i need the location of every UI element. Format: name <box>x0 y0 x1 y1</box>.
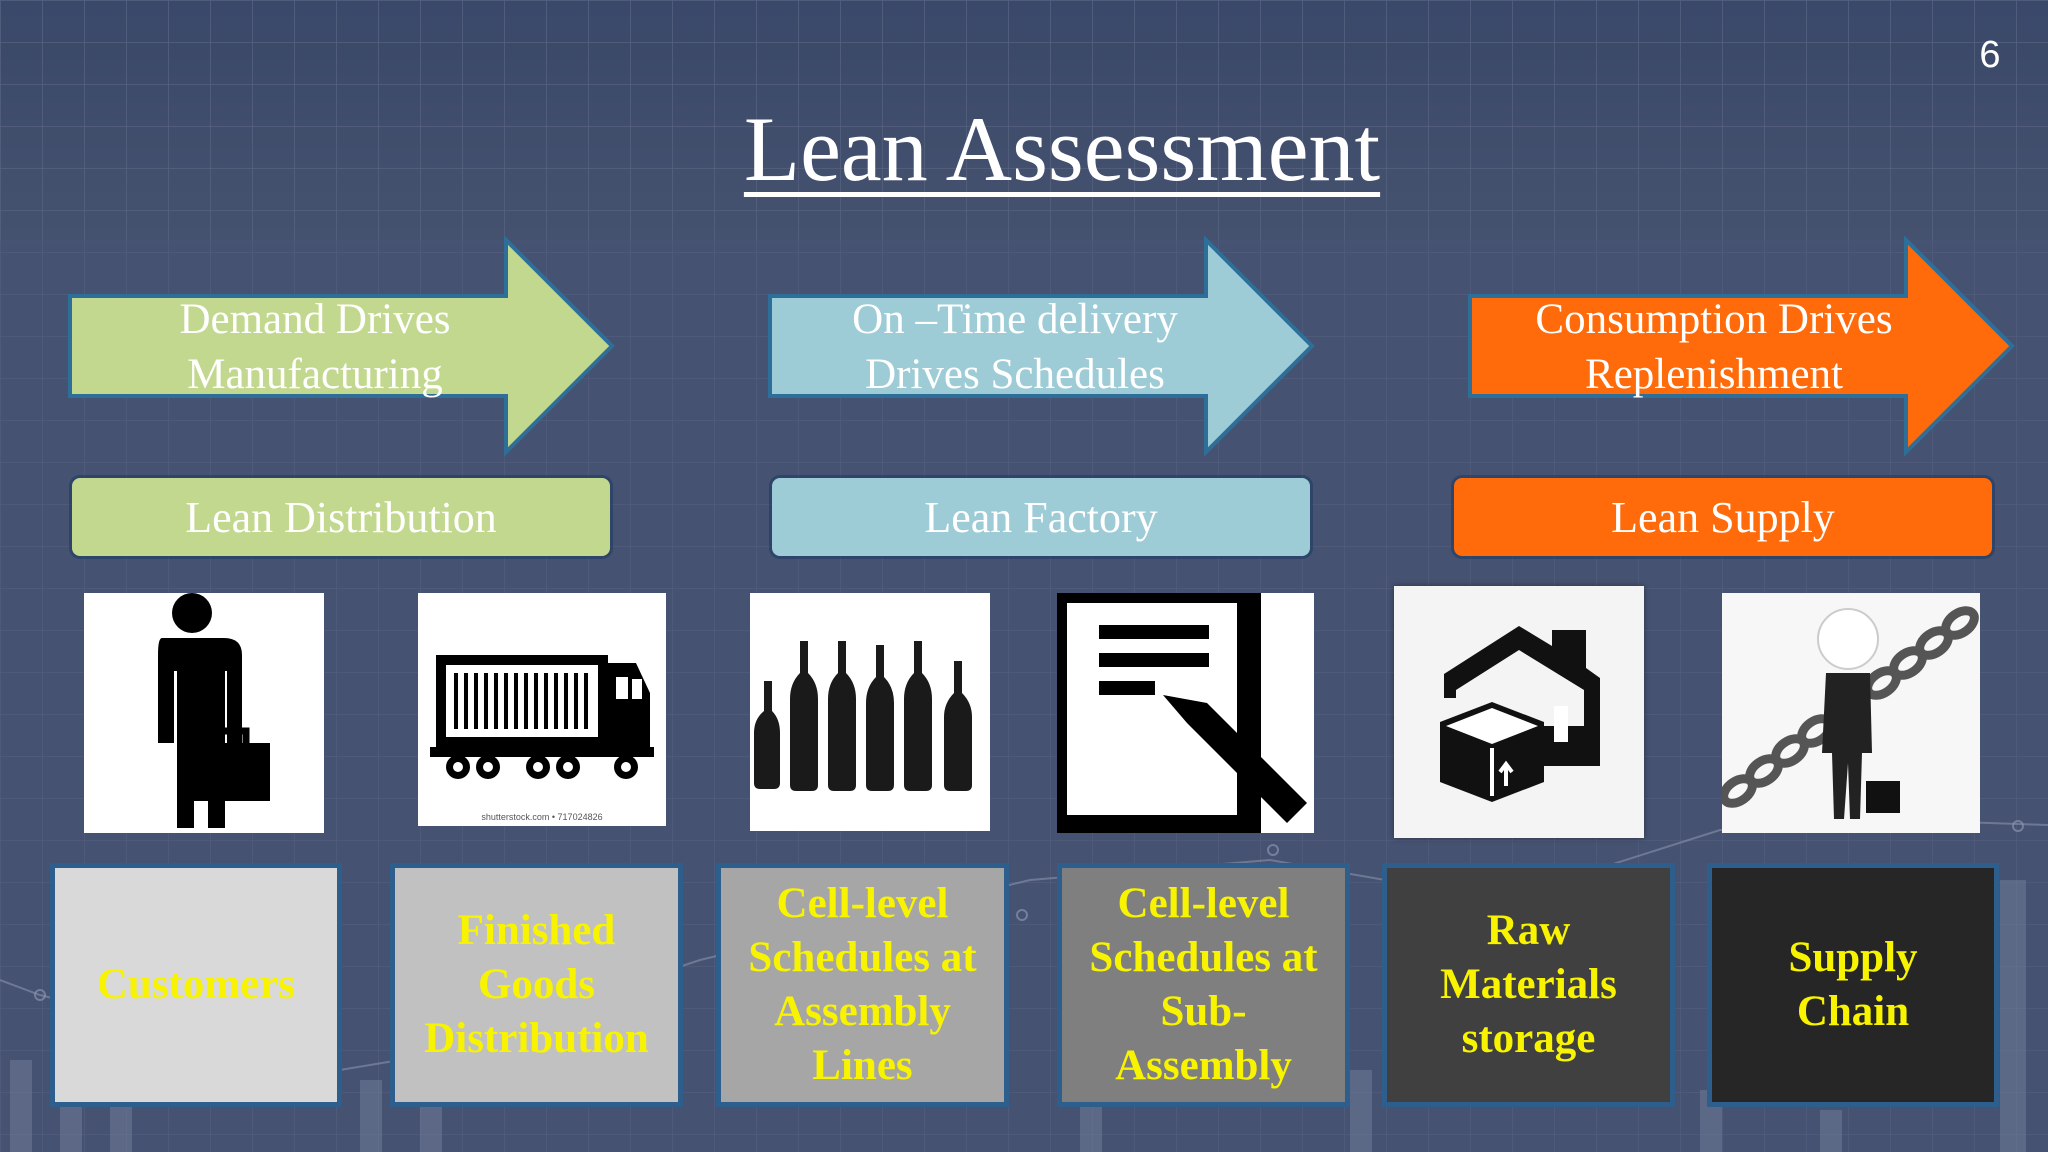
page-title: Lean Assessment <box>743 98 1381 200</box>
warehouse-icon <box>1394 586 1644 838</box>
arrow-consumption <box>1468 236 2015 456</box>
container-truck-icon: shutterstock.com • 717024826 <box>418 593 666 826</box>
man-with-chain-icon <box>1722 593 1980 833</box>
bottles-icon <box>750 593 990 831</box>
lean-supply-label: Lean Supply <box>1454 478 1992 556</box>
customers-box: Customers <box>55 868 337 1102</box>
arrow-ontime <box>768 236 1315 456</box>
lean-distribution-label: Lean Distribution <box>72 478 610 556</box>
image-caption: shutterstock.com • 717024826 <box>481 812 603 822</box>
page-number: 6 <box>1979 34 2001 76</box>
schedule-document-icon <box>1057 593 1314 833</box>
businessman-icon <box>84 593 324 833</box>
lean-factory-label: Lean Factory <box>772 478 1310 556</box>
arrow-demand <box>68 236 615 456</box>
